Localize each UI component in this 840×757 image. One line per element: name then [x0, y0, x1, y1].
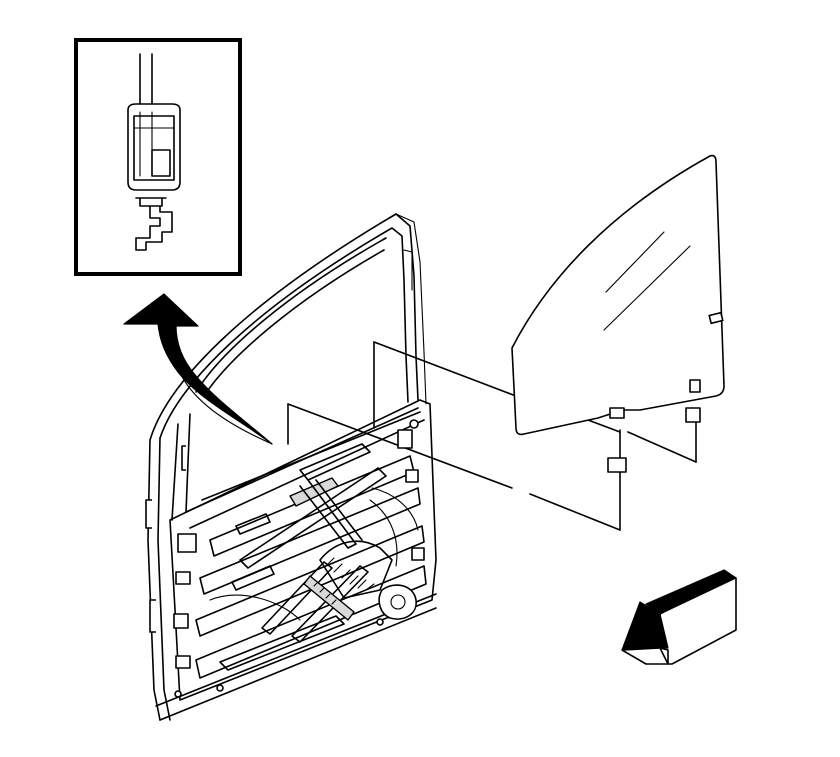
door-frame [145, 213, 437, 721]
window-regulator [209, 443, 419, 671]
callout-arrow [123, 293, 273, 445]
front-direction-arrow [621, 569, 737, 665]
window-glass [511, 154, 725, 473]
detail-inset [74, 38, 242, 276]
glass-edge-clip-detail [127, 53, 181, 251]
